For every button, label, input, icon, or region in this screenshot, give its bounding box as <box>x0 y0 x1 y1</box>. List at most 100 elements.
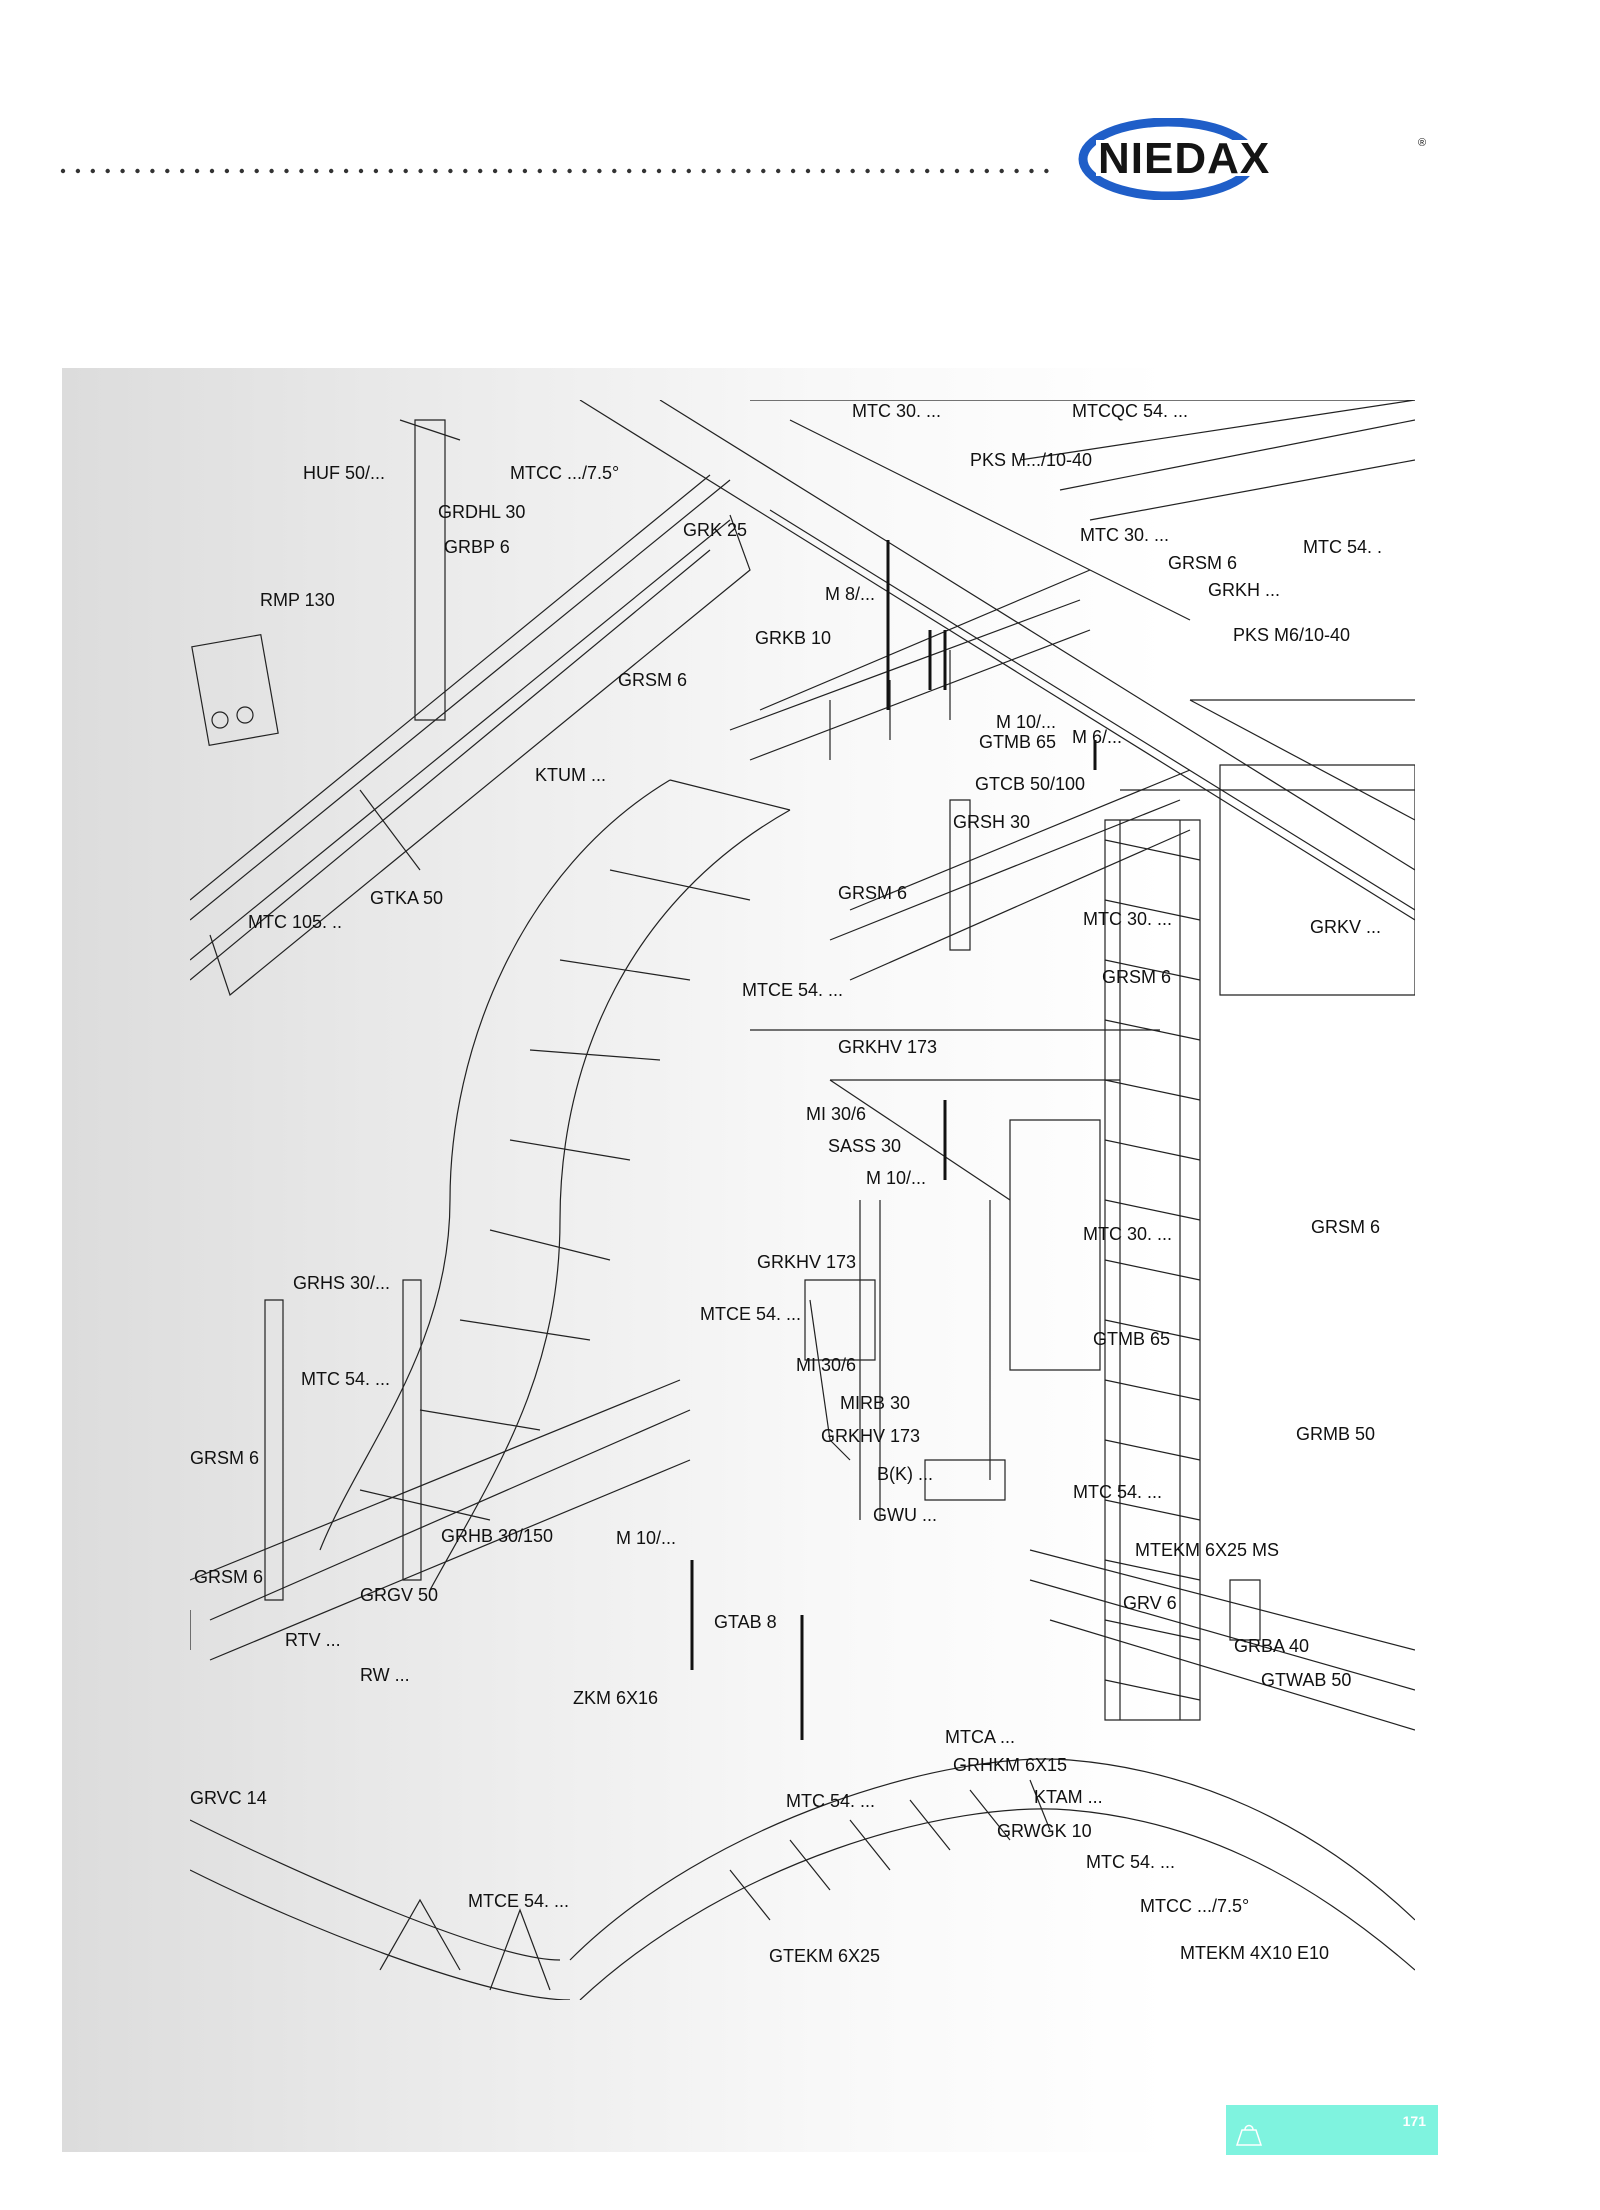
tray-middle <box>730 570 1190 980</box>
label-mtcqc: MTCQC 54. ... <box>1072 401 1189 421</box>
label-m10_a: M 10/... <box>996 712 1057 732</box>
rule-dot <box>597 168 602 174</box>
rule-dot <box>612 168 617 174</box>
rule-dot <box>790 168 796 174</box>
label-bk: B(K) ... <box>877 1464 934 1484</box>
label-m10_c: M 10/... <box>616 1528 677 1548</box>
rule-dot <box>627 168 632 174</box>
label-grhs: GRHS 30/... <box>293 1273 391 1293</box>
label-gtmb_b: GTMB 65 <box>1093 1329 1171 1349</box>
rule-dot <box>925 168 930 174</box>
label-mtc54_e: MTC 54. ... <box>1086 1852 1176 1872</box>
label-gtmb_a: GTMB 65 <box>979 732 1057 752</box>
label-grsh: GRSH 30 <box>953 812 1031 832</box>
tray-top-left <box>190 420 750 995</box>
rule-dot <box>880 168 885 174</box>
tray-serpentine <box>320 780 790 1590</box>
label-pks_a: PKS M.../10-40 <box>970 450 1093 470</box>
label-ktum: KTUM ... <box>535 765 606 785</box>
i-beam-middle <box>750 1030 1160 1370</box>
rule-dot <box>403 168 408 174</box>
rule-dot <box>224 168 230 174</box>
diagram-panel <box>62 368 1444 2152</box>
rule-dot <box>269 168 274 174</box>
label-grhb: GRHB 30/150 <box>441 1526 554 1546</box>
rule-dot <box>686 168 691 174</box>
label-mtc30_b: MTC 30. ... <box>1080 525 1170 545</box>
rods <box>692 540 1095 1740</box>
label-mtcc1: MTCC .../7.5° <box>510 463 620 483</box>
rule-dot <box>60 168 66 174</box>
label-gtcb: GTCB 50/100 <box>975 774 1086 794</box>
label-mtc54_c: MTC 54. ... <box>1073 1482 1163 1502</box>
rule-dot <box>537 168 542 174</box>
bag-outline-icon <box>1234 2121 1264 2147</box>
rule-dot <box>478 168 483 174</box>
rule-dot <box>999 168 1004 174</box>
rule-dot <box>209 168 215 174</box>
label-mtc30_d: MTC 30. ... <box>1083 1224 1173 1244</box>
label-grk25: GRK 25 <box>683 520 748 540</box>
rule-dot <box>731 168 736 174</box>
label-rw: RW ... <box>360 1665 410 1685</box>
hangers-middle <box>805 1200 1005 1520</box>
rule-dot <box>358 168 364 174</box>
rule-dot <box>284 168 289 174</box>
label-rmp: RMP 130 <box>260 590 335 610</box>
label-grsm_e: GRSM 6 <box>1311 1217 1381 1237</box>
rule-dot <box>239 168 244 174</box>
label-huf: HUF 50/... <box>303 463 386 483</box>
rule-dot <box>165 168 170 174</box>
label-mi_b: MI 30/6 <box>796 1355 857 1375</box>
rule-dot <box>343 168 349 174</box>
rule-dot <box>314 168 319 174</box>
label-grkb: GRKB 10 <box>755 628 832 648</box>
rule-dot <box>433 168 438 174</box>
label-mtc54_b: MTC 54. ... <box>301 1369 391 1389</box>
label-gtka: GTKA 50 <box>370 888 444 908</box>
label-zkm: ZKM 6X16 <box>573 1688 659 1708</box>
rule-dot <box>939 168 945 174</box>
cable-tray-diagram <box>190 400 1415 2000</box>
rule-dot <box>448 168 453 174</box>
rule-dot <box>969 168 975 174</box>
label-grkhv_a: GRKHV 173 <box>838 1037 938 1057</box>
label-mtce_c: MTCE 54. ... <box>468 1891 570 1911</box>
label-mtc105: MTC 105. .. <box>248 912 343 932</box>
label-mtca: MTCA ... <box>945 1727 1016 1747</box>
rule-dot <box>850 168 855 174</box>
rule-dot <box>671 168 677 174</box>
rule-dot <box>984 168 989 174</box>
rule-dot <box>329 168 334 174</box>
label-grba: GRBA 40 <box>1234 1636 1310 1656</box>
rule-dot <box>90 168 95 174</box>
label-grsm_a: GRSM 6 <box>618 670 688 690</box>
label-gtab: GTAB 8 <box>714 1612 777 1632</box>
rule-dot <box>701 168 706 174</box>
label-grmb: GRMB 50 <box>1296 1424 1376 1444</box>
label-mi_a: MI 30/6 <box>806 1104 867 1124</box>
label-gtekm: GTEKM 6X25 <box>769 1946 881 1966</box>
label-grkhv_b: GRKHV 173 <box>757 1252 857 1272</box>
rule-dot <box>180 168 185 174</box>
rule-dot <box>865 168 870 174</box>
label-grkhv_c: GRKHV 173 <box>821 1426 921 1446</box>
label-grkh: GRKH ... <box>1208 580 1281 600</box>
label-grsm_f: GRSM 6 <box>190 1448 260 1468</box>
tray-lower-right <box>1030 1550 1415 1730</box>
rule-dot <box>582 168 587 174</box>
dotted-rule <box>60 168 1049 174</box>
label-mtce_a: MTCE 54. ... <box>742 980 844 1000</box>
rule-dot <box>150 168 155 174</box>
tray-bottom-curve <box>190 1759 1415 2000</box>
page-number: 171 <box>1402 2113 1426 2129</box>
tray-left <box>190 1280 690 1660</box>
rule-dot <box>820 168 826 174</box>
rule-dot <box>895 168 900 174</box>
rule-dot <box>463 168 468 174</box>
rule-dot <box>805 168 811 174</box>
label-mtekm_b: MTEKM 4X10 E10 <box>1180 1943 1330 1963</box>
label-ktam: KTAM ... <box>1034 1787 1103 1807</box>
rule-dot <box>835 168 840 174</box>
label-mtc30_a: MTC 30. ... <box>852 401 942 421</box>
